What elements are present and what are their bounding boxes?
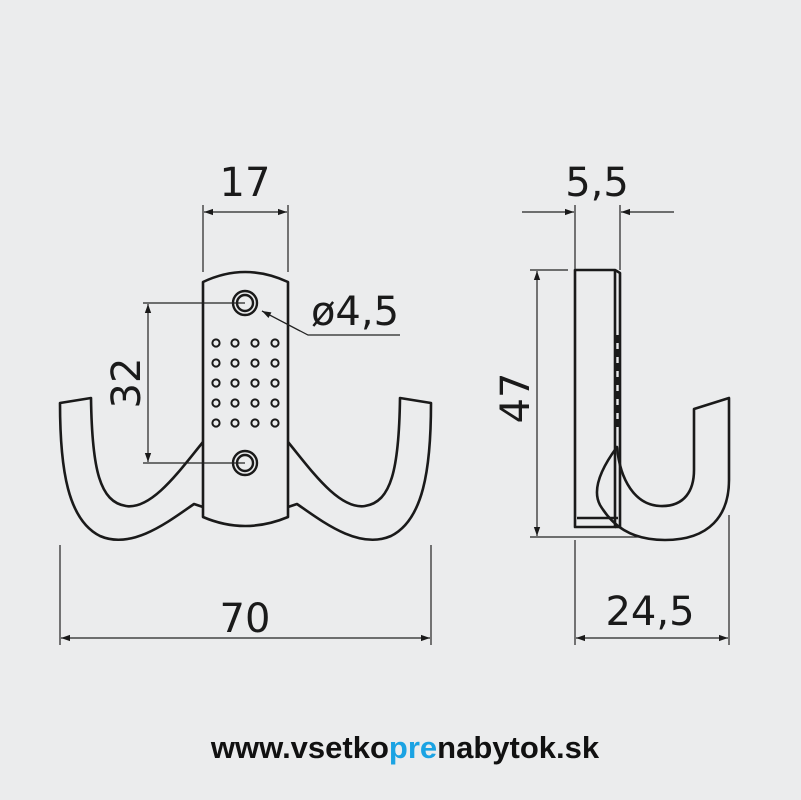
- dot: [211, 358, 221, 368]
- dot: [270, 398, 280, 408]
- dimension-label: ø4,5: [311, 289, 399, 335]
- dimension-label: 17: [220, 160, 271, 206]
- dot-pattern: [211, 338, 280, 428]
- dimension-label: 5,5: [565, 160, 629, 206]
- dot: [250, 418, 260, 428]
- dot: [250, 338, 260, 348]
- website-url: www.vsetkoprenabytok.sk: [210, 730, 600, 765]
- dimension-hole-spacing: 32: [104, 302, 245, 464]
- dimension-label: 32: [104, 358, 150, 409]
- left-hook: [58, 396, 205, 542]
- dot: [230, 398, 240, 408]
- dot: [270, 358, 280, 368]
- dot: [211, 418, 221, 428]
- dimension-label: 47: [493, 373, 539, 424]
- dot: [250, 398, 260, 408]
- dimension-label: 70: [220, 596, 271, 642]
- side-hook: [595, 396, 731, 542]
- dimension-side-thickness: 5,5: [522, 160, 674, 270]
- dot: [230, 358, 240, 368]
- dot: [211, 338, 221, 348]
- side-plate: [573, 268, 617, 529]
- dimension-height: 47: [493, 269, 640, 538]
- dimension-plate-width: 17: [202, 160, 289, 272]
- dot: [211, 378, 221, 388]
- dimension-depth: 24,5: [574, 515, 730, 645]
- side-view: [573, 268, 731, 542]
- dot: [230, 418, 240, 428]
- right-hook: [286, 396, 433, 542]
- dot: [211, 398, 221, 408]
- dimension-label: 24,5: [605, 589, 694, 635]
- dimension-hole-diameter: ø4,5: [261, 289, 400, 336]
- mounting-plate: [201, 270, 290, 528]
- dot: [230, 378, 240, 388]
- dot: [270, 378, 280, 388]
- dot: [270, 418, 280, 428]
- dot: [250, 378, 260, 388]
- dot: [230, 338, 240, 348]
- dimension-total-width: 70: [59, 545, 432, 645]
- front-view: [58, 270, 433, 542]
- dot: [250, 358, 260, 368]
- dot: [270, 338, 280, 348]
